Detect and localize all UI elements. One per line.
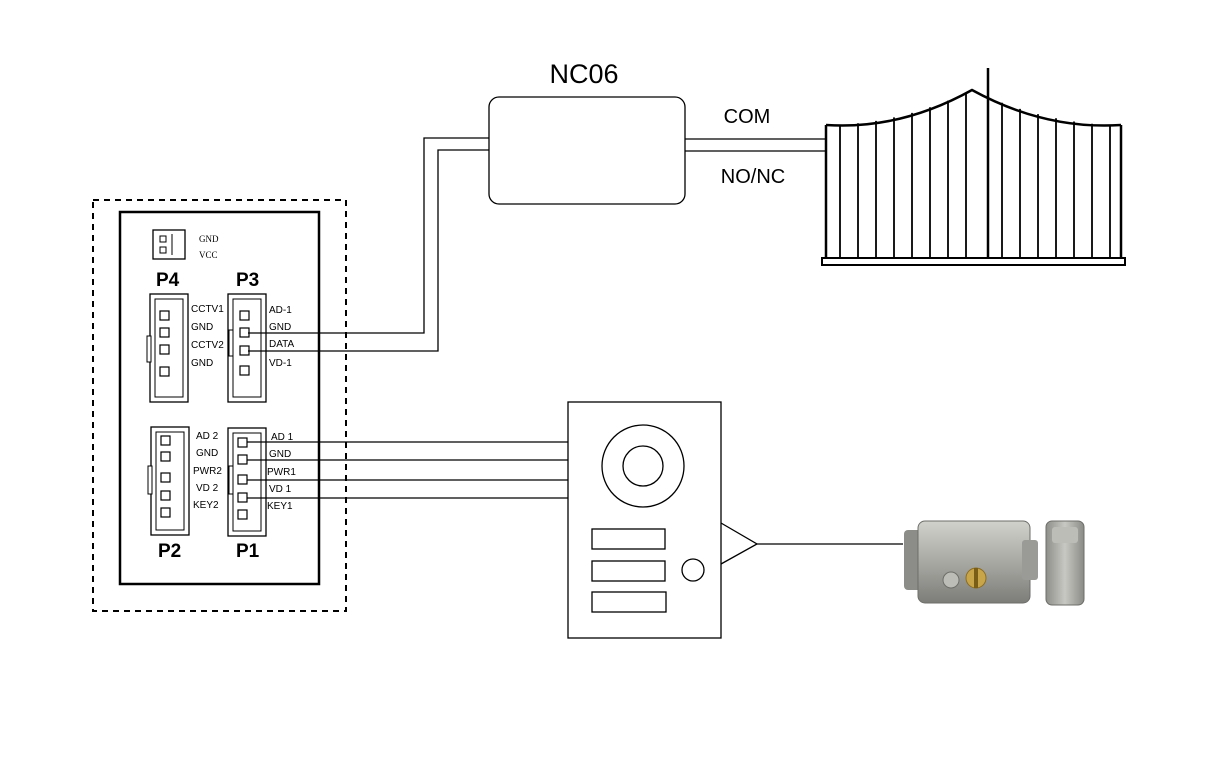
p2-pin-5: KEY2 [193,500,219,511]
camera-lens [622,445,664,487]
power-pin-gnd: GND [199,234,219,244]
nonc-label: NO/NC [721,166,785,188]
nc06-title: NC06 [549,59,618,89]
name-plate-2 [591,560,666,582]
p3-pin-3: DATA [269,339,295,350]
p2-pin-4: VD 2 [196,483,219,494]
p3-connector: AD-1 GND DATA VD-1 [227,293,295,403]
p4-label: P4 [156,270,180,291]
p2-pin-3: PWR2 [193,466,222,477]
p1-pin-1: AD 1 [271,432,294,443]
power-pin-vcc: VCC [199,250,218,260]
monitor-unit: GND VCC P4 P3 P2 P1 CCTV1 GND CCTV2 GND [92,199,347,612]
p1-pin-3: PWR1 [267,467,296,478]
p4-pin-1: CCTV1 [191,304,224,315]
p3-pin-4: VD-1 [269,358,292,369]
electric-lock-icon [904,520,1085,606]
p4-pin-4: GND [191,358,213,369]
call-button [681,558,705,582]
p2-pin-1: AD 2 [196,431,219,442]
p1-pin-2: GND [269,449,291,460]
p1-label: P1 [236,541,260,562]
p1-pin-5: KEY1 [267,501,293,512]
name-plate-3 [591,591,667,613]
p2-connector: AD 2 GND PWR2 VD 2 KEY2 [147,426,222,536]
wire-door-station-to-lock [720,522,903,565]
p4-connector: CCTV1 GND CCTV2 GND [146,293,224,403]
com-label: COM [724,106,771,128]
camera-outer-ring [601,424,685,508]
p3-label: P3 [236,270,259,291]
gate-icon [821,68,1126,266]
p4-pin-2: GND [191,322,213,333]
p3-pin-2: GND [269,322,291,333]
p4-pin-3: CCTV2 [191,340,224,351]
wires-p1-to-door-station [247,441,568,499]
monitor-dashed-border [92,199,347,612]
nc06-module: NC06 [488,59,686,205]
p1-pin-4: VD 1 [269,484,292,495]
door-station-icon [567,401,722,639]
name-plate-1 [591,528,666,550]
p2-pin-2: GND [196,448,218,459]
wires-nc06-to-gate [685,138,826,152]
p2-label: P2 [158,541,181,562]
power-connector: GND VCC [152,229,219,260]
monitor-board [118,210,321,586]
p3-pin-1: AD-1 [269,305,292,316]
wires-p3-to-nc06 [248,137,490,352]
p1-connector: AD 1 GND PWR1 VD 1 KEY1 [227,427,296,537]
